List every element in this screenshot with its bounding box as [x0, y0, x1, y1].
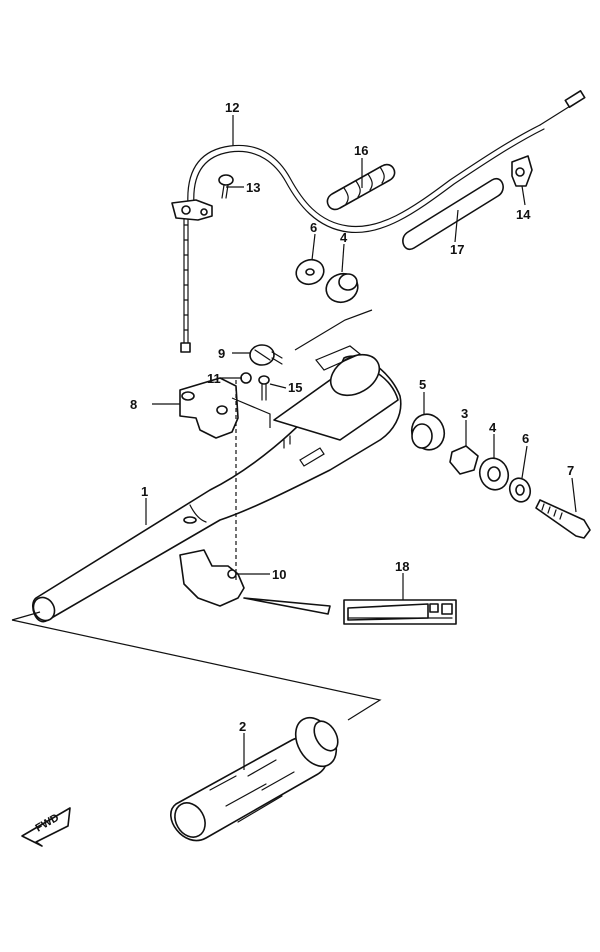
label-plate-18: [243, 597, 457, 625]
collar-3: [449, 445, 479, 475]
callout-4-upper: 4: [340, 230, 348, 245]
screw-8: [249, 344, 283, 366]
nut-9: [240, 372, 252, 384]
hose-17: [402, 177, 504, 251]
callout-10: 10: [272, 567, 286, 582]
leader-lines: [145, 115, 577, 770]
callout-6-lower: 6: [522, 431, 529, 446]
throttle-cable: [171, 90, 586, 353]
callout-4-lower: 4: [489, 420, 497, 435]
lower-bracket-10: [179, 549, 245, 607]
callout-12: 12: [225, 100, 239, 115]
bolt-7: [535, 499, 591, 539]
callout-17: 17: [450, 242, 464, 257]
callout-3: 3: [461, 406, 468, 421]
callout-13: 13: [246, 180, 260, 195]
callout-6-upper: 6: [310, 220, 317, 235]
screw-15: [258, 375, 270, 401]
throttle-grip-2: [170, 716, 339, 842]
callout-labels: 12 13 16 14 17 6 4 9 11 15 8 5 3 4 6 7 1…: [130, 100, 574, 734]
bushing-5: [410, 413, 446, 451]
bushing-4-lower: [478, 457, 510, 491]
callout-18: 18: [395, 559, 409, 574]
callout-9: 11: [207, 371, 221, 386]
cable-clip-14: [511, 155, 533, 187]
assembly-guide-lines: [11, 309, 382, 721]
washer-6-upper: [295, 258, 325, 286]
callout-8: 9: [218, 346, 225, 361]
cable-grip-16: [326, 163, 396, 211]
callout-16: 16: [354, 143, 368, 158]
washer-6-lower: [508, 477, 532, 503]
callout-2: 2: [239, 719, 246, 734]
callout-1: 1: [141, 484, 148, 499]
callout-15: 15: [288, 380, 302, 395]
forward-direction-arrow: FWD: [21, 807, 71, 847]
callout-14: 14: [516, 207, 531, 222]
callout-7: 7: [567, 463, 574, 478]
callout-11: 8: [130, 397, 137, 412]
tiller-handle-1: [32, 345, 402, 623]
bushing-4-upper: [325, 272, 359, 304]
callout-5: 5: [419, 377, 426, 392]
bracket-11: [179, 377, 239, 439]
